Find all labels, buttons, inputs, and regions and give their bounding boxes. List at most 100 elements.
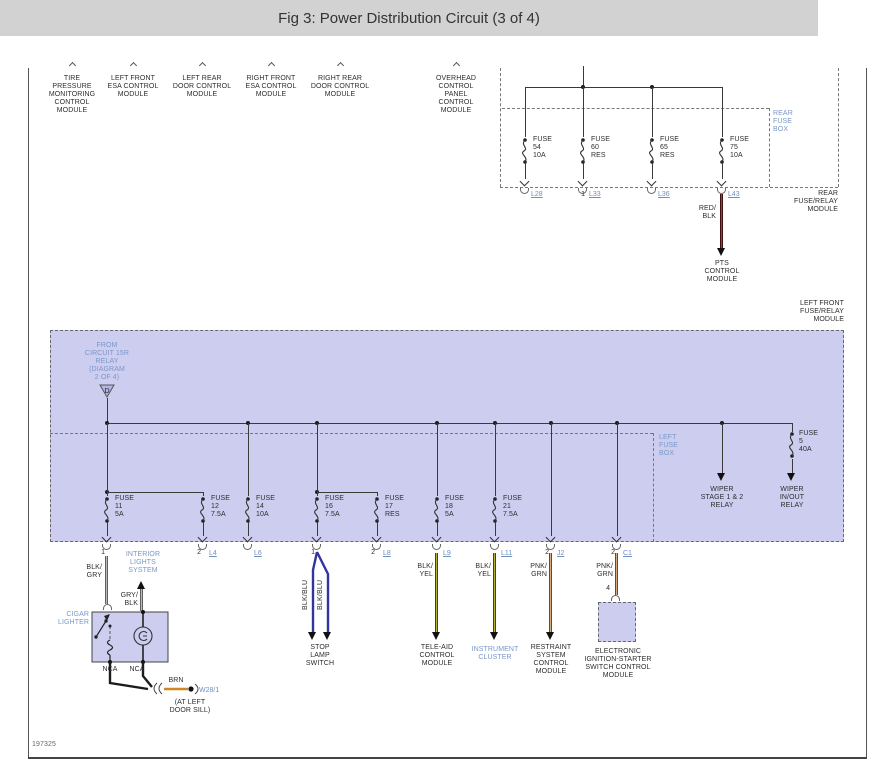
wire bbox=[652, 163, 653, 179]
fuse-label: FUSE 16 7.5A bbox=[325, 495, 345, 519]
connector-link-l43[interactable]: L43 bbox=[728, 191, 740, 198]
fuse-label: FUSE 65 RES bbox=[660, 136, 680, 160]
triangle-connector-letter: D bbox=[104, 388, 109, 395]
arrow-icon bbox=[323, 632, 331, 640]
fuse-label: FUSE 14 10A bbox=[256, 495, 276, 519]
connector-link-l4[interactable]: L4 bbox=[209, 550, 217, 557]
arrow-icon bbox=[519, 176, 530, 187]
splice-label-w28-1[interactable]: W28/1 bbox=[199, 687, 220, 694]
pnk-grn-wire bbox=[549, 553, 552, 632]
pin-number: 1 bbox=[101, 549, 105, 556]
connector-link-l28[interactable]: L28 bbox=[531, 191, 543, 198]
up-arrow-icon bbox=[267, 61, 276, 70]
fuse-label: FUSE 12 7.5A bbox=[211, 495, 231, 519]
arrow-icon bbox=[787, 473, 795, 481]
arrow-icon bbox=[717, 473, 725, 481]
connector-icon bbox=[198, 544, 207, 550]
top-module-label: TIRE PRESSURE MONITORING CONTROL MODULE bbox=[48, 75, 96, 115]
connector-link-l8[interactable]: L8 bbox=[383, 550, 391, 557]
connector-link-l11[interactable]: L11 bbox=[501, 550, 513, 557]
restraint-module-label: RESTRAINT SYSTEM CONTROL MODULE bbox=[530, 644, 572, 676]
arrow-icon bbox=[137, 581, 145, 589]
arrow-icon bbox=[546, 632, 554, 640]
tele-aid-module-label: TELE-AID CONTROL MODULE bbox=[419, 644, 455, 668]
figure-title: Fig 3: Power Distribution Circuit (3 of … bbox=[278, 9, 540, 27]
splice-arc-icon bbox=[153, 682, 158, 695]
connector-icon bbox=[312, 544, 321, 550]
coil-symbol bbox=[106, 639, 114, 656]
cigar-lighter-label: CIGAR LIGHTER bbox=[57, 611, 89, 627]
wire bbox=[107, 522, 108, 536]
pts-module-label: PTS CONTROL MODULE bbox=[704, 260, 740, 284]
ignition-switch-box bbox=[598, 602, 636, 642]
connector-icon bbox=[611, 595, 620, 601]
ignition-module-label: ELECTRONIC IGNITION-STARTER SWITCH CONTR… bbox=[584, 648, 652, 680]
splice-arc-icon bbox=[158, 682, 163, 695]
frame-bottom-border bbox=[28, 757, 867, 759]
wire bbox=[248, 522, 249, 536]
wire bbox=[377, 492, 378, 496]
wire-color-label: GRY/ BLK bbox=[120, 592, 138, 608]
wire bbox=[792, 459, 793, 473]
top-module-label: LEFT REAR DOOR CONTROL MODULE bbox=[172, 75, 232, 99]
pnk-grn-wire bbox=[615, 553, 618, 595]
pin-number: 2 bbox=[611, 549, 615, 556]
up-arrow-icon bbox=[336, 61, 345, 70]
stop-lamp-wires bbox=[311, 551, 330, 632]
up-arrow-icon bbox=[129, 61, 138, 70]
rear-module-label: REAR FUSE/RELAY MODULE bbox=[793, 190, 838, 214]
arrow-icon bbox=[646, 176, 657, 187]
fuse-symbol bbox=[245, 497, 250, 523]
pin-number: 2 bbox=[545, 549, 549, 556]
fuse-symbol bbox=[374, 497, 379, 523]
wire bbox=[583, 163, 584, 179]
arrow-icon bbox=[716, 176, 727, 187]
bus-line bbox=[525, 87, 722, 88]
wire bbox=[437, 522, 438, 536]
supply-wire bbox=[583, 66, 584, 87]
connector-link-l33[interactable]: L33 bbox=[589, 191, 601, 198]
splice-location-note: (AT LEFT DOOR SILL) bbox=[169, 699, 211, 715]
connector-link-j2[interactable]: J2 bbox=[557, 550, 565, 557]
blk-gry-wire bbox=[105, 556, 108, 604]
connector-icon bbox=[717, 188, 726, 194]
left-fusebox-border bbox=[653, 433, 654, 542]
wire-color-label: BRN bbox=[168, 677, 184, 684]
frame-right-border bbox=[866, 68, 867, 758]
top-module-label: RIGHT FRONT ESA CONTROL MODULE bbox=[245, 75, 297, 99]
wire bbox=[248, 423, 249, 496]
wire bbox=[317, 423, 318, 496]
wire-color-label: BLK/ YEL bbox=[475, 563, 491, 579]
wire-color-label: BLK/BLU bbox=[317, 579, 324, 610]
fuse-symbol bbox=[434, 497, 439, 523]
connector-link-c1[interactable]: C1 bbox=[623, 550, 632, 557]
arrow-icon bbox=[308, 632, 316, 640]
wire bbox=[583, 87, 584, 137]
fuse-symbol bbox=[522, 138, 527, 164]
red-blk-wire bbox=[720, 194, 723, 248]
rear-module-border bbox=[838, 68, 839, 187]
wire bbox=[652, 87, 653, 137]
splice-dot bbox=[188, 686, 194, 692]
connector-icon bbox=[578, 188, 587, 194]
connector-icon bbox=[612, 544, 621, 550]
figure-title-bar: Fig 3: Power Distribution Circuit (3 of … bbox=[0, 0, 818, 36]
connector-link-l9[interactable]: L9 bbox=[443, 550, 451, 557]
left-module-label: LEFT FRONT FUSE/RELAY MODULE bbox=[799, 300, 844, 324]
connector-link-l36[interactable]: L36 bbox=[658, 191, 670, 198]
fuse-label: FUSE 17 RES bbox=[385, 495, 405, 519]
wire-color-label: BLK/BLU bbox=[302, 579, 309, 610]
connector-link-l6[interactable]: L6 bbox=[254, 550, 262, 557]
wire-color-label: BLK/ GRY bbox=[86, 564, 102, 580]
left-fusebox-label: LEFT FUSE BOX bbox=[659, 434, 679, 458]
wire bbox=[203, 522, 204, 536]
connector-icon bbox=[520, 188, 529, 194]
wire bbox=[317, 522, 318, 536]
wiper-inout-relay-label: WIPER IN/OUT RELAY bbox=[779, 486, 805, 510]
fuse-symbol bbox=[200, 497, 205, 523]
fuse-label: FUSE 18 5A bbox=[445, 495, 465, 519]
fuse-label: FUSE 75 10A bbox=[730, 136, 750, 160]
wire bbox=[525, 163, 526, 179]
nca-label: NCA bbox=[129, 666, 145, 673]
fuse-symbol bbox=[789, 432, 794, 458]
